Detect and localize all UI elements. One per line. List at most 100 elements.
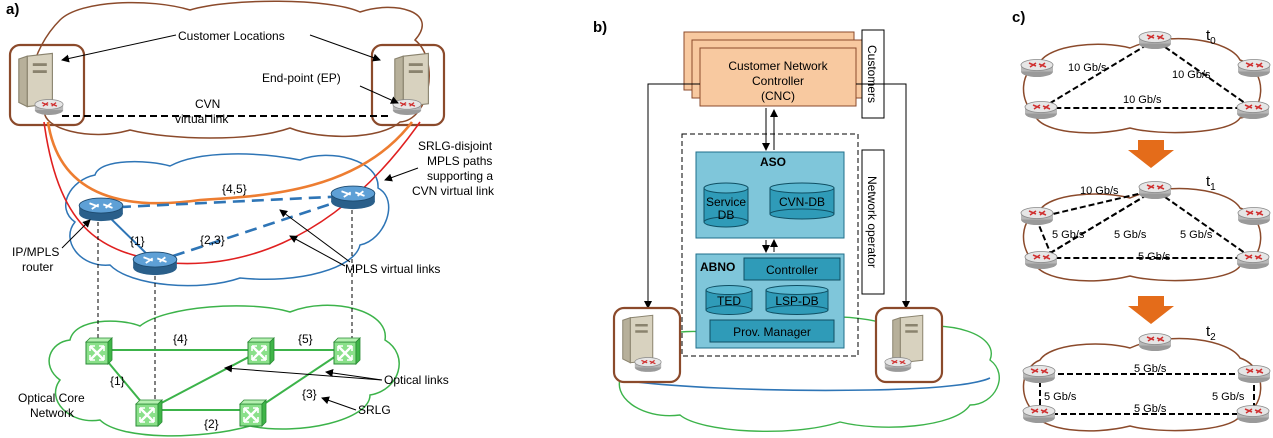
router-label-1: IP/MPLS: [12, 245, 59, 259]
optical-links: [97, 349, 346, 411]
controller-box: [743, 257, 841, 281]
t1-top-capacity: 10 Gb/s: [1080, 185, 1119, 197]
panel-a-tag: a): [6, 1, 19, 18]
t2-right-capacity: 5 Gb/s: [1212, 391, 1245, 403]
t0-links: [1041, 38, 1256, 109]
srlg-disjoint-label-3: supporting a: [427, 169, 493, 183]
t1-router-icon: [1024, 250, 1058, 270]
cnc-label-2: Controller: [752, 74, 804, 88]
t1-capacity-a: 5 Gb/s: [1052, 229, 1085, 241]
t2-cloud: [1022, 337, 1262, 432]
cnc-label-1: Customer Network: [728, 59, 828, 73]
down-arrow-icon: [1128, 296, 1174, 324]
service-db-label-2: DB: [718, 208, 735, 222]
customer-router-icon: [884, 356, 912, 373]
panel-c-tag: c): [1012, 9, 1025, 26]
network-operator-region: [681, 133, 859, 357]
t0-left-capacity: 10 Gb/s: [1068, 62, 1107, 74]
t0-label: t0: [1206, 27, 1216, 47]
t0-right-capacity: 10 Gb/s: [1172, 69, 1211, 81]
srlg-disjoint-label-4: CVN virtual link: [412, 184, 495, 198]
optical-switch-icon: [238, 398, 268, 428]
customer-router-icon: [34, 98, 64, 116]
ip-mpls-cloud: [65, 153, 390, 287]
customer-router-icon: [634, 356, 662, 373]
t0-router-icon: [1024, 100, 1058, 120]
t2-left-capacity: 5 Gb/s: [1044, 391, 1077, 403]
server-icon: [622, 314, 654, 364]
server-icon: [18, 52, 54, 108]
t2-router-icon: [1022, 364, 1056, 384]
t1-label: t1: [1206, 173, 1216, 193]
customers-box: [861, 29, 885, 119]
customers-label: Customers: [865, 45, 879, 103]
panel-b: b) Customer Network Controller (CNC) Cus…: [593, 19, 1000, 433]
mpls-router-icon: [78, 197, 124, 222]
t2-router-icon: [1237, 364, 1271, 384]
customer-site-left: [8, 43, 86, 127]
cvn-db-icon: [769, 182, 835, 220]
mpls-router-icon: [330, 185, 376, 210]
srlg-disjoint-label-1: SRLG-disjoint: [418, 139, 493, 153]
optical-core-label-1: Optical Core: [18, 391, 85, 405]
customer-locations-label: Customer Locations: [178, 29, 285, 43]
cvn-label-2: virtual link: [175, 112, 229, 126]
optical-link-1: {1}: [110, 374, 125, 388]
t1-router-icon: [1236, 250, 1270, 270]
down-arrow-icon: [1128, 140, 1174, 168]
blue-cloud-outline: [621, 377, 991, 392]
control-arrows: [644, 83, 910, 309]
t2-mid-capacity: 5 Gb/s: [1134, 403, 1167, 415]
optical-switch-icon: [246, 336, 276, 366]
t1-router-icon: [1020, 206, 1054, 226]
cnc-box: [699, 47, 857, 107]
srlg-disjoint-label-2: MPLS paths: [427, 154, 492, 168]
optical-switch-icon: [84, 336, 114, 366]
t1-router-icon: [1237, 206, 1271, 226]
link-set-23: {2,3}: [200, 233, 225, 247]
t2-router-icon: [1236, 404, 1270, 424]
t1-links: [1035, 188, 1256, 259]
ted-label: TED: [717, 294, 741, 308]
lsp-db-icon: [765, 285, 829, 315]
optical-links-label: Optical links: [384, 373, 449, 387]
controller-label: Controller: [766, 263, 818, 277]
network-operator-label: Network operator: [865, 176, 879, 268]
t2-label: t2: [1206, 323, 1216, 343]
t1-router-icon: [1138, 180, 1172, 200]
optical-link-3: {3}: [302, 387, 317, 401]
t1-bottom-capacity: 5 Gb/s: [1138, 251, 1171, 263]
customer-router-icon: [392, 98, 422, 116]
router-label-2: router: [22, 260, 53, 274]
cnc-label-3: (CNC): [761, 89, 795, 103]
mpls-path-orange: [46, 121, 414, 205]
cvn-label: CVN: [195, 97, 220, 111]
t0-cloud: [1022, 37, 1262, 134]
t0-router-icon: [1020, 58, 1054, 78]
link-set-45: {4,5}: [222, 182, 247, 196]
mpls-virtual-link: [99, 194, 351, 210]
prov-manager-box: [709, 319, 835, 343]
service-db-icon: [703, 182, 749, 228]
srlg-label: SRLG: [358, 403, 391, 417]
optical-link-4: {4}: [173, 332, 188, 346]
optical-link-2: {2}: [204, 417, 219, 431]
t0-router-icon: [1237, 58, 1271, 78]
abno-label: ABNO: [700, 260, 735, 274]
server-icon: [394, 52, 430, 108]
mpls-virtual-link: [154, 194, 356, 264]
t1-capacity-b: 5 Gb/s: [1114, 229, 1147, 241]
service-db-label-1: Service: [706, 195, 746, 209]
optical-switch-icon: [332, 336, 362, 366]
network-operator-box: [861, 149, 885, 295]
t2-router-icon: [1022, 404, 1056, 424]
t2-links: [1039, 373, 1255, 415]
t0-bottom-capacity: 10 Gb/s: [1123, 94, 1162, 106]
aso-label: ASO: [760, 155, 786, 169]
mpls-links-label: MPLS virtual links: [345, 262, 440, 276]
panel-c: c) 10 Gb/s 10 Gb/s 10 Gb/s t0 10 Gb/s: [1012, 9, 1271, 432]
t1-capacity-c: 5 Gb/s: [1180, 229, 1213, 241]
link-set-1: {1}: [130, 234, 145, 248]
lsp-db-label: LSP-DB: [775, 294, 818, 308]
